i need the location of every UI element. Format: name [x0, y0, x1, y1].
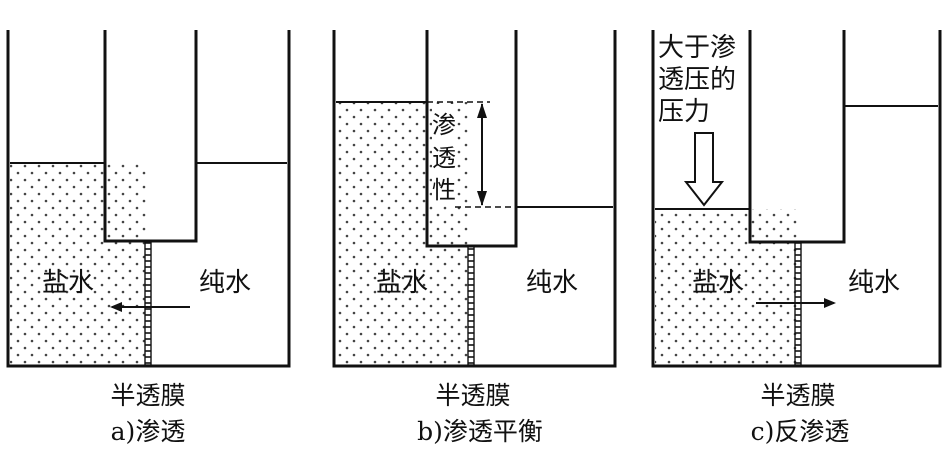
membrane-label: 半透膜 — [110, 381, 185, 410]
container-outline — [6, 30, 291, 368]
salt-water-label: 盐水 — [692, 268, 744, 298]
membrane-label: 半透膜 — [435, 381, 510, 410]
osmotic-pressure-label-2: 透 — [432, 144, 456, 172]
applied-force-label-3: 压力 — [658, 97, 710, 127]
applied-force-label-2: 透压的 — [658, 65, 736, 95]
salt-water-label: 盐水 — [42, 268, 94, 298]
panel-caption: b)渗透平衡 — [417, 417, 543, 446]
salt-water-region — [655, 209, 797, 364]
semipermeable-membrane — [144, 240, 152, 366]
semipermeable-membrane — [467, 245, 475, 366]
container-outline — [651, 30, 942, 368]
panel-b: 渗 透 性 盐水 纯水 半透膜 b)渗透平衡 — [332, 30, 617, 446]
osmotic-pressure-label-3: 性 — [432, 176, 456, 204]
container-outline — [332, 30, 617, 368]
pure-water-label: 纯水 — [199, 268, 251, 298]
membrane-label: 半透膜 — [760, 381, 835, 410]
salt-water-region — [10, 163, 147, 364]
level-difference-arrow-up — [477, 103, 487, 118]
applied-force-label-1: 大于渗 — [658, 33, 736, 63]
panel-a: 盐水 纯水 半透膜 a)渗透 — [6, 30, 291, 446]
pure-water-label: 纯水 — [848, 268, 900, 298]
panel-caption: c)反渗透 — [751, 417, 850, 446]
pure-water-label: 纯水 — [526, 268, 578, 298]
pressure-label-backdrop — [432, 104, 456, 206]
salt-water-label: 盐水 — [376, 268, 428, 298]
panel-c: 大于渗 透压的 压力 盐水 纯水 半透膜 c)反渗透 — [651, 30, 942, 446]
panel-caption: a)渗透 — [111, 417, 186, 446]
osmotic-pressure-label-1: 渗 — [432, 111, 456, 139]
applied-pressure-arrow — [683, 132, 725, 207]
level-difference-arrow-down — [477, 191, 487, 206]
